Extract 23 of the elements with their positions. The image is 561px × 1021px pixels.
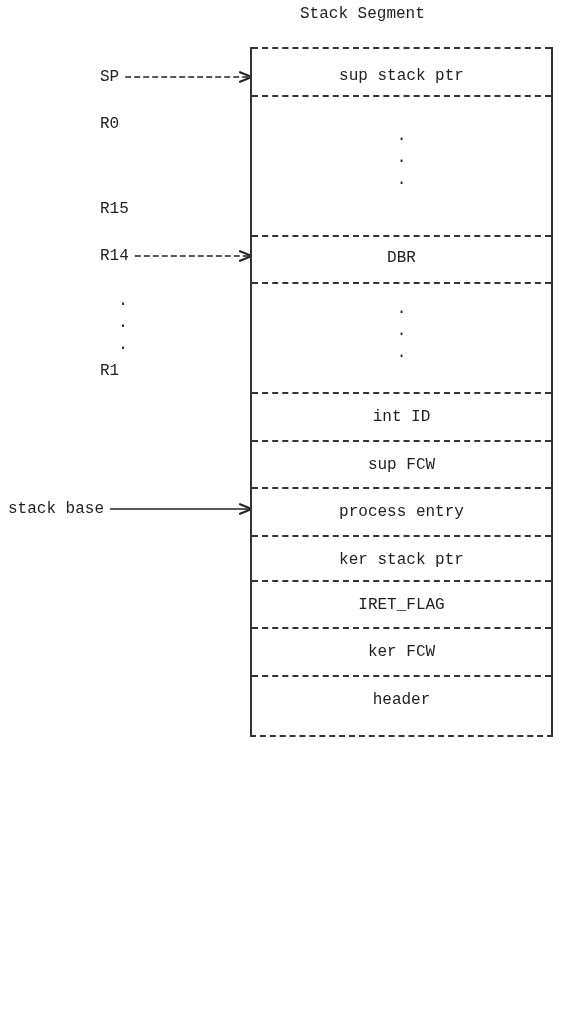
register-label: R15 bbox=[100, 200, 129, 218]
register-label: SP bbox=[100, 68, 120, 86]
cell-text: process entry bbox=[339, 503, 464, 521]
cell-text: sup FCW bbox=[367, 456, 436, 474]
arrow bbox=[134, 249, 253, 263]
cell-text: DBR bbox=[387, 249, 416, 267]
register-label: R14 bbox=[100, 247, 129, 265]
register-label: R1 bbox=[100, 362, 120, 380]
register-label: R0 bbox=[100, 115, 120, 133]
cell-text: sup stack ptr bbox=[339, 67, 464, 85]
cell-text: header bbox=[372, 691, 431, 709]
ellipsis-dots: . . . bbox=[117, 291, 129, 356]
column-title: Stack Segment bbox=[300, 5, 425, 23]
cell-text: ker stack ptr bbox=[339, 551, 464, 569]
ellipsis-dots: . . . bbox=[395, 126, 408, 191]
arrow bbox=[109, 502, 253, 516]
register-label: stack base bbox=[8, 500, 104, 518]
stack-segment-column bbox=[250, 47, 553, 737]
cell-text: IRET_FLAG bbox=[358, 596, 445, 614]
cell-text: int ID bbox=[372, 408, 431, 426]
cell-text: ker FCW bbox=[367, 643, 436, 661]
arrow bbox=[124, 70, 253, 84]
ellipsis-dots: . . . bbox=[395, 299, 408, 364]
